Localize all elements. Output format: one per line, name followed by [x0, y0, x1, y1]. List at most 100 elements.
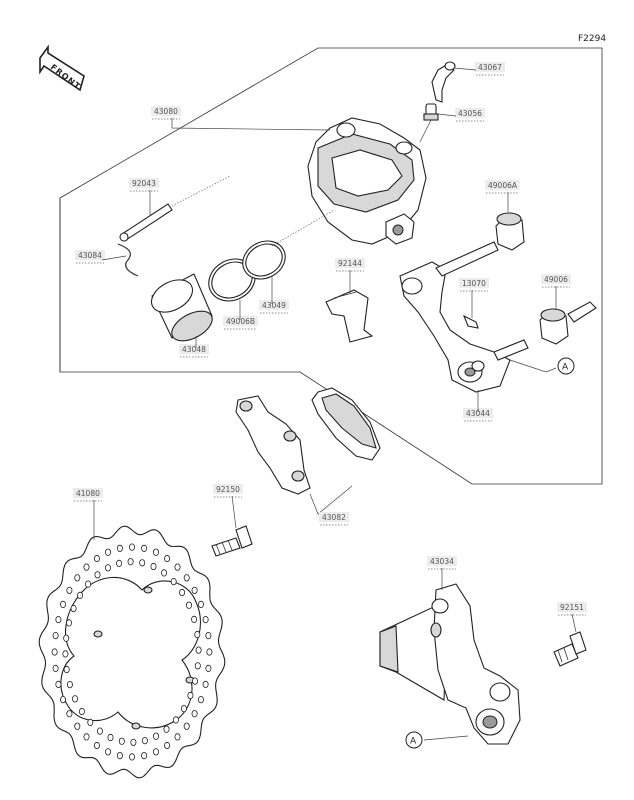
disc-hole	[74, 574, 81, 582]
disc-hole	[172, 716, 179, 724]
disc-hole	[187, 691, 194, 700]
disc-hole	[130, 738, 137, 746]
disc-hole	[127, 558, 134, 566]
disc-hole	[60, 695, 67, 704]
disc-hole	[128, 753, 135, 761]
part-number-92151: 92151	[560, 603, 584, 612]
disc-hole	[87, 718, 94, 727]
disc-hole	[63, 665, 70, 674]
disc-hole	[105, 748, 112, 756]
part-number-92043: 92043	[132, 179, 156, 188]
part-label-13070: 13070	[459, 278, 489, 318]
brake-pad-left-part	[235, 395, 311, 495]
ref-marker-a-lower	[405, 731, 423, 749]
disc-hole	[141, 736, 148, 745]
brake-disc-part	[38, 525, 226, 779]
disc-hole	[52, 664, 59, 673]
disc-hole	[105, 548, 112, 556]
disc-hole	[60, 600, 67, 609]
caliper-bracket-part	[399, 241, 529, 393]
part-number-43080: 43080	[154, 107, 178, 116]
disc-hole	[163, 725, 170, 733]
disc-hole	[66, 680, 73, 689]
disc-hole	[153, 732, 160, 740]
part-number-49006a: 49006A	[488, 181, 518, 190]
disc-hole	[194, 662, 201, 670]
part-label-43082: 43082	[319, 512, 349, 526]
disc-hole	[51, 648, 58, 656]
disc-hole	[96, 727, 103, 735]
disc-hole	[139, 559, 146, 567]
disc-hole	[83, 563, 90, 571]
disc-bolt-part	[211, 525, 253, 557]
disc-hole	[94, 571, 101, 579]
disc-hole	[202, 680, 209, 689]
part-number-43056: 43056	[458, 109, 482, 118]
disc-hole	[191, 677, 198, 685]
part-label-49006a: 49006A	[485, 180, 520, 212]
ref-marker-a-upper-label: A	[562, 363, 569, 373]
disc-hole	[128, 543, 135, 551]
part-label-49006b: 49006B	[223, 300, 258, 330]
caliper-pin-part	[119, 175, 231, 242]
caliper-body	[307, 117, 427, 245]
disc-hole	[74, 722, 81, 730]
disc-hole	[93, 741, 100, 750]
ref-marker-a-lower-label: A	[410, 737, 417, 747]
disc-hole	[70, 604, 77, 613]
disc-hole	[62, 650, 69, 658]
disc-hole	[55, 615, 62, 624]
disc-hole	[152, 548, 159, 556]
disc-hole	[63, 634, 70, 642]
disc-hole	[205, 664, 212, 673]
disc-hole	[183, 574, 190, 582]
disc-hole	[150, 562, 157, 571]
boot-b-part	[539, 301, 597, 345]
figure-code: F2294	[578, 34, 606, 44]
disc-hole	[78, 707, 85, 716]
disc-hole	[66, 586, 73, 594]
mounting-bracket-part	[379, 583, 521, 745]
disc-hole	[174, 563, 181, 571]
disc-hole	[116, 559, 123, 568]
disc-hole	[164, 554, 171, 563]
part-number-43084: 43084	[78, 251, 102, 260]
disc-hole	[164, 741, 171, 750]
bleeder-cap-part	[431, 61, 456, 103]
part-label-43044: 43044	[463, 390, 493, 422]
bleeder-valve-part	[419, 103, 439, 143]
part-number-43067: 43067	[478, 63, 502, 72]
boot-a-part	[495, 212, 525, 251]
pads-leader	[309, 485, 353, 515]
disc-hole	[195, 646, 202, 654]
bracket-bolt-part	[553, 631, 587, 667]
disc-hole	[116, 751, 123, 760]
caliper-assembly-outline	[59, 47, 603, 485]
disc-hole	[85, 580, 92, 588]
part-label-92150: 92150	[213, 484, 243, 529]
part-number-92150: 92150	[216, 485, 240, 494]
disc-hole	[185, 601, 192, 609]
disc-hole	[83, 733, 90, 741]
part-number-43082: 43082	[322, 513, 346, 522]
dust-seal-part	[242, 240, 286, 280]
part-label-92043: 92043	[129, 178, 159, 216]
part-number-43044: 43044	[466, 409, 490, 418]
disc-hole	[202, 615, 209, 624]
part-labels: 430674305643080920434308449006A921441307…	[73, 62, 587, 633]
disc-hole	[191, 586, 198, 594]
disc-hole	[191, 710, 198, 718]
part-label-92144: 92144	[335, 258, 365, 294]
disc-hole	[72, 695, 79, 703]
retaining-clip-part	[117, 243, 139, 277]
disc-hole	[206, 648, 213, 656]
disc-hole	[194, 630, 201, 639]
part-label-43049: 43049	[259, 276, 289, 314]
part-number-92144: 92144	[338, 259, 362, 268]
part-label-49006: 49006	[541, 274, 571, 310]
ref-marker-a-upper	[557, 357, 575, 375]
disc-hole	[55, 680, 62, 689]
disc-hole	[197, 695, 204, 704]
pad-spring-part	[325, 289, 374, 343]
